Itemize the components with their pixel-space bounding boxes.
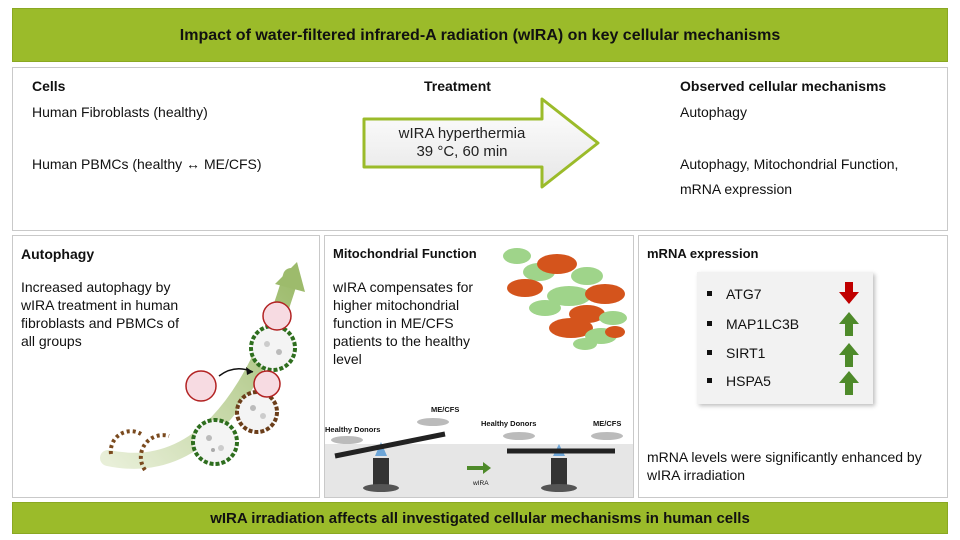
phagophore-icon — [108, 429, 170, 472]
gene-arrows — [839, 282, 859, 395]
mito-panel: Mitochondrial Function wIRA compensates … — [324, 235, 634, 498]
gene-item: ATG7 — [707, 286, 762, 302]
up-arrow-icon — [839, 343, 859, 367]
autophagosome-icon — [191, 324, 297, 466]
gene-label: ATG7 — [726, 286, 762, 302]
mrna-text: mRNA levels were significantly enhanced … — [647, 449, 922, 483]
scale-left-mecfs-label: ME/CFS — [431, 405, 459, 414]
gene-item: HSPA5 — [707, 373, 771, 389]
observed-multi: Autophagy, Mitochondrial Function, — [680, 156, 899, 172]
treatment-label: wIRA hyperthermia 39 °C, 60 min — [362, 125, 562, 161]
gene-item: MAP1LC3B — [707, 316, 799, 332]
arrow-shape-icon — [362, 97, 600, 189]
wira-arrow-label: wIRA — [472, 480, 489, 487]
gene-item: SIRT1 — [707, 345, 765, 361]
title-banner: Impact of water-filtered infrared-A radi… — [12, 8, 948, 62]
bullet-icon — [707, 377, 712, 383]
treatment-line2: 39 °C, 60 min — [416, 143, 508, 160]
cell-fibroblasts: Human Fibroblasts (healthy) — [32, 104, 208, 120]
bullet-icon — [707, 349, 712, 355]
mrna-panel: mRNA expression ATG7 MAP1LC3B SIRT1 HSPA… — [638, 235, 948, 498]
autophagy-panel: Autophagy Increased autophagy by wIRA tr… — [12, 235, 320, 498]
treatment-heading: Treatment — [424, 78, 491, 94]
treatment-arrow: wIRA hyperthermia 39 °C, 60 min — [362, 97, 602, 189]
gene-label: MAP1LC3B — [726, 316, 800, 332]
up-arrow-icon — [839, 371, 859, 395]
cell-pbmcs: Human PBMCs (healthy ↔ ME/CFS) — [32, 156, 262, 172]
lysosome-icon — [185, 301, 292, 402]
scale-right-healthy-label: Healthy Donors — [481, 419, 536, 428]
gene-label: HSPA5 — [726, 373, 771, 389]
wira-arrow-icon — [467, 462, 491, 474]
growth-arrowhead-icon — [275, 262, 305, 292]
mito-illustration: Healthy Donors ME/CFS wIRA Healthy Donor… — [325, 248, 633, 497]
observed-autophagy: Autophagy — [680, 104, 747, 120]
bullet-icon — [707, 320, 712, 326]
bullet-icon — [707, 290, 712, 296]
scale-right-mecfs-label: ME/CFS — [593, 419, 621, 428]
scale-left-icon — [331, 418, 449, 492]
autophagy-title: Autophagy — [21, 246, 95, 262]
cells-heading: Cells — [32, 78, 66, 94]
scale-right-icon — [503, 432, 623, 492]
gene-label: SIRT1 — [726, 345, 766, 361]
autophagy-illustration — [100, 262, 305, 472]
treatment-line1: wIRA hyperthermia — [398, 125, 526, 142]
up-arrow-icon — [839, 312, 859, 336]
down-arrow-icon — [839, 282, 859, 304]
gene-list-box: ATG7 MAP1LC3B SIRT1 HSPA5 — [697, 272, 873, 404]
scale-left-healthy-label: Healthy Donors — [325, 425, 380, 434]
mito-text: wIRA compensates for higher mitochondria… — [333, 279, 474, 367]
observed-mrna: mRNA expression — [680, 181, 793, 197]
observed-heading: Observed cellular mechanisms — [680, 78, 887, 94]
autophagy-text: Increased autophagy by wIRA treatment in… — [21, 279, 179, 349]
mrna-title: mRNA expression — [647, 246, 759, 261]
mitochondria-icon — [503, 248, 627, 350]
footer-banner: wIRA irradiation affects all investigate… — [12, 502, 948, 534]
mito-title: Mitochondrial Function — [333, 246, 477, 261]
